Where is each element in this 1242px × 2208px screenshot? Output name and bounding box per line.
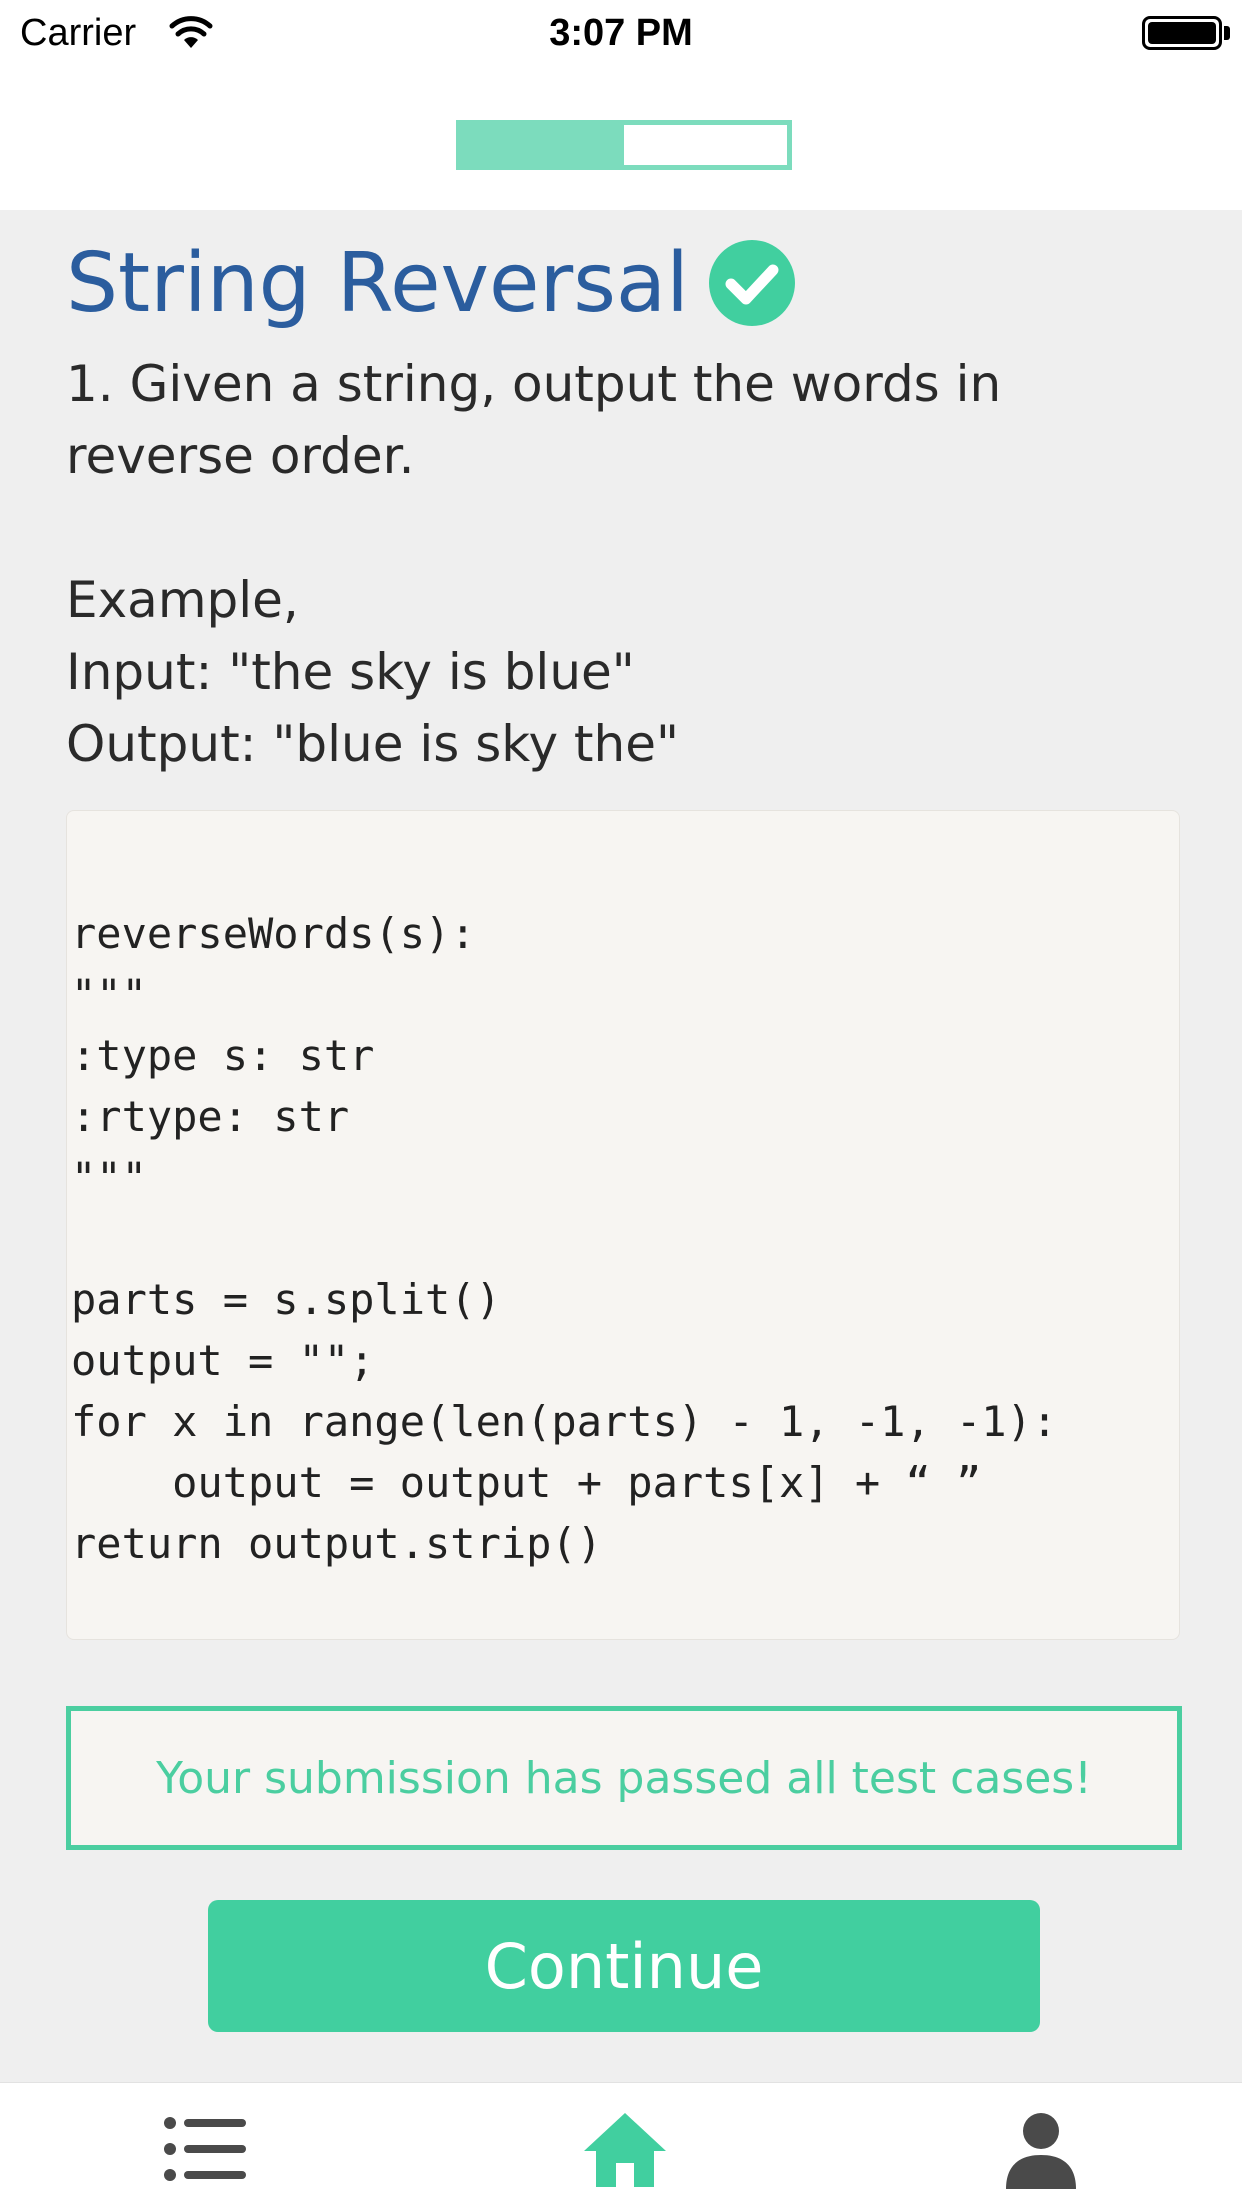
result-message: Your submission has passed all test case… [156, 1752, 1092, 1804]
header [0, 70, 1242, 210]
problem-title: String Reversal [66, 235, 689, 331]
example-heading: Example, [66, 571, 299, 629]
check-circle-icon [708, 240, 795, 326]
status-bar: Carrier 3:07 PM [0, 0, 1242, 70]
problem-content: String Reversal 1. Given a string, outpu… [0, 210, 1242, 2082]
example-input: Input: "the sky is blue" [66, 643, 635, 701]
wifi-icon [169, 16, 213, 48]
list-icon[interactable] [162, 2109, 252, 2189]
tab-bar [0, 2082, 1242, 2208]
progress-bar [456, 120, 792, 170]
code-text: reverseWords(s): """ :type s: str :rtype… [71, 909, 1058, 1568]
profile-icon[interactable] [996, 2109, 1086, 2189]
clock: 3:07 PM [549, 12, 693, 54]
battery-icon [1142, 16, 1222, 50]
battery-nub [1224, 26, 1230, 40]
home-icon[interactable] [580, 2109, 670, 2189]
continue-button[interactable]: Continue [208, 1900, 1040, 2032]
title-row: String Reversal [66, 228, 797, 338]
example-block: Example, Input: "the sky is blue" Output… [66, 564, 1176, 780]
problem-question: 1. Given a string, output the words in r… [66, 355, 1002, 485]
code-editor[interactable]: reverseWords(s): """ :type s: str :rtype… [66, 810, 1180, 1640]
result-banner: Your submission has passed all test case… [66, 1706, 1182, 1850]
carrier-label: Carrier [20, 12, 137, 54]
example-output: Output: "blue is sky the" [66, 715, 679, 773]
progress-fill [461, 125, 624, 165]
